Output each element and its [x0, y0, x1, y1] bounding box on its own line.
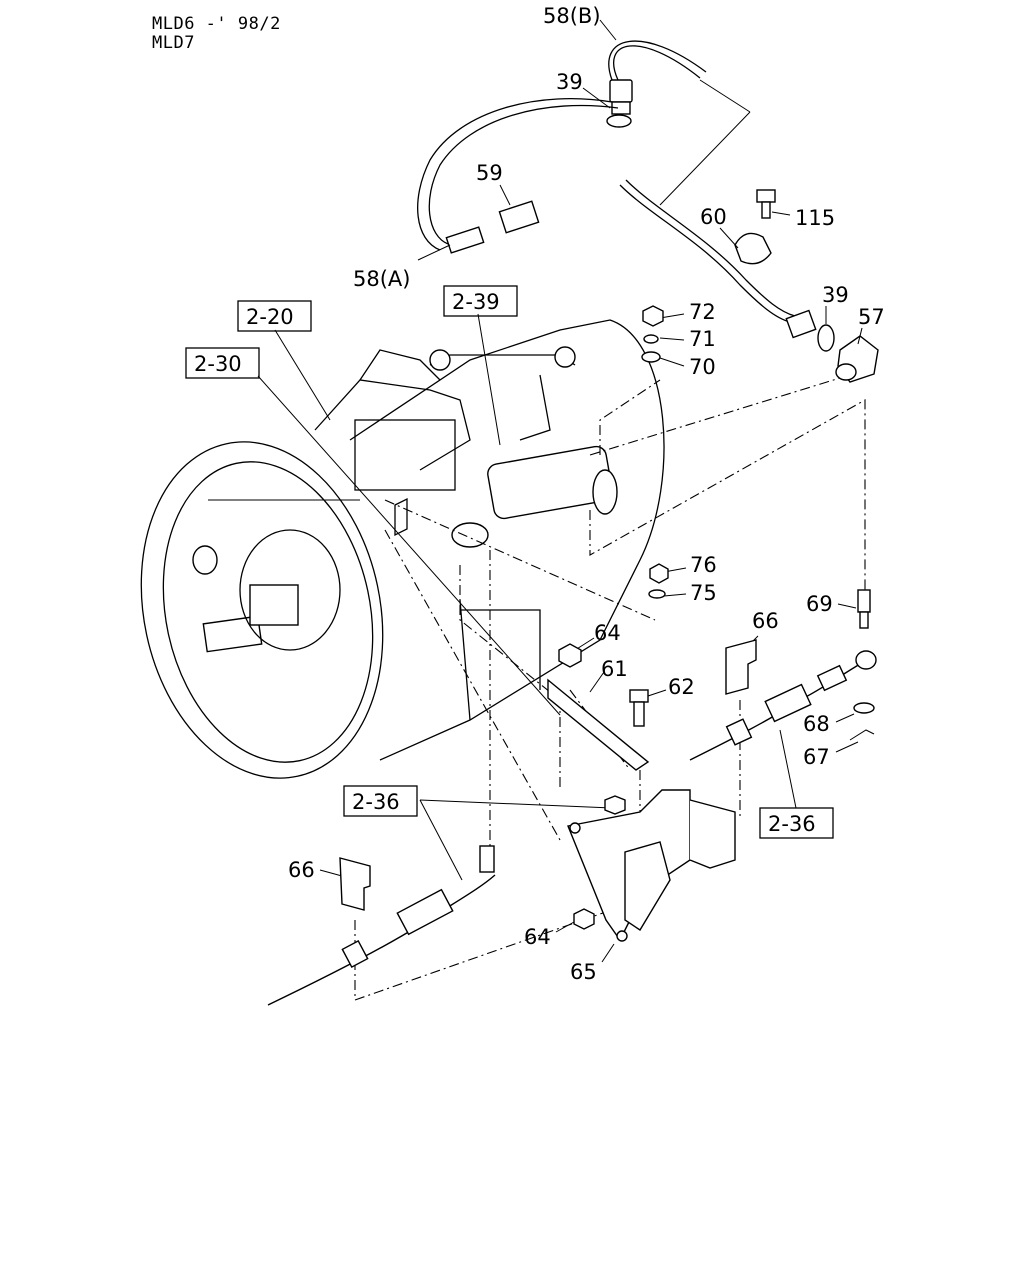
- callout-64-upper: 64: [594, 621, 621, 645]
- callout-labels: 58(B) 39 59 58(A) 60 115 39 57 72 71 70 …: [288, 4, 885, 984]
- adapter-59: [498, 200, 540, 234]
- washer-71: [643, 334, 659, 344]
- washer-75: [648, 589, 666, 599]
- clip-66-left: [339, 857, 371, 911]
- pin-67: [849, 729, 875, 741]
- bolt-62-head: [629, 689, 649, 703]
- callout-68: 68: [803, 712, 830, 736]
- callout-58b: 58(B): [543, 4, 601, 28]
- callout-66-left: 66: [288, 858, 315, 882]
- ref-box-2-30: [185, 347, 260, 379]
- washer-68: [853, 702, 875, 714]
- callout-62: 62: [668, 675, 695, 699]
- bolt-115-head: [756, 189, 776, 203]
- callout-60: 60: [700, 205, 727, 229]
- transmission-housing: [140, 319, 665, 779]
- clip-60: [734, 232, 772, 265]
- ref-2-30: 2-30: [194, 352, 242, 376]
- ref-2-39: 2-39: [452, 290, 500, 314]
- washer-39-right: [817, 324, 835, 352]
- reference-boxes: 2-20 2-39 2-30 2-36 2-36: [185, 285, 834, 839]
- ref-2-36-left: 2-36: [352, 790, 400, 814]
- callout-67: 67: [803, 745, 830, 769]
- ref-box-2-36-right: [759, 807, 834, 839]
- clip-66-right: [725, 639, 757, 695]
- ref-2-20: 2-20: [246, 305, 294, 329]
- callout-39-top: 39: [556, 70, 583, 94]
- nut-64-upper: [558, 643, 582, 668]
- callout-70: 70: [689, 355, 716, 379]
- ref-box-2-36-left: [343, 785, 418, 817]
- nut-72: [642, 305, 664, 327]
- ref-2-36-right: 2-36: [768, 812, 816, 836]
- leader-lines: [257, 19, 866, 1001]
- callout-75: 75: [690, 581, 717, 605]
- nut-64-lower: [573, 908, 595, 930]
- washer-39-top: [606, 114, 632, 128]
- hardware: [267, 305, 877, 1006]
- callout-64-lower: 64: [524, 925, 551, 949]
- bolt-69: [857, 589, 871, 613]
- callout-58a: 58(A): [353, 267, 410, 291]
- callout-59: 59: [476, 161, 503, 185]
- bracket-61: [547, 678, 650, 771]
- callout-66-right: 66: [752, 609, 779, 633]
- callout-69: 69: [806, 592, 833, 616]
- callout-61: 61: [601, 657, 628, 681]
- callout-39-right: 39: [822, 283, 849, 307]
- callout-65: 65: [570, 960, 597, 984]
- ref-box-2-20: [237, 300, 312, 332]
- callout-115: 115: [795, 206, 835, 230]
- washer-70: [641, 351, 661, 363]
- callout-76: 76: [690, 553, 717, 577]
- ref-box-2-39: [443, 285, 518, 317]
- model-code-line-1: MLD6 -' 98/2: [152, 14, 281, 34]
- callout-72: 72: [689, 300, 716, 324]
- model-code-line-2: MLD7: [152, 33, 195, 53]
- nut-76: [649, 563, 669, 584]
- ball-stud: [479, 845, 495, 873]
- callout-71: 71: [689, 327, 716, 351]
- callout-57: 57: [858, 305, 885, 329]
